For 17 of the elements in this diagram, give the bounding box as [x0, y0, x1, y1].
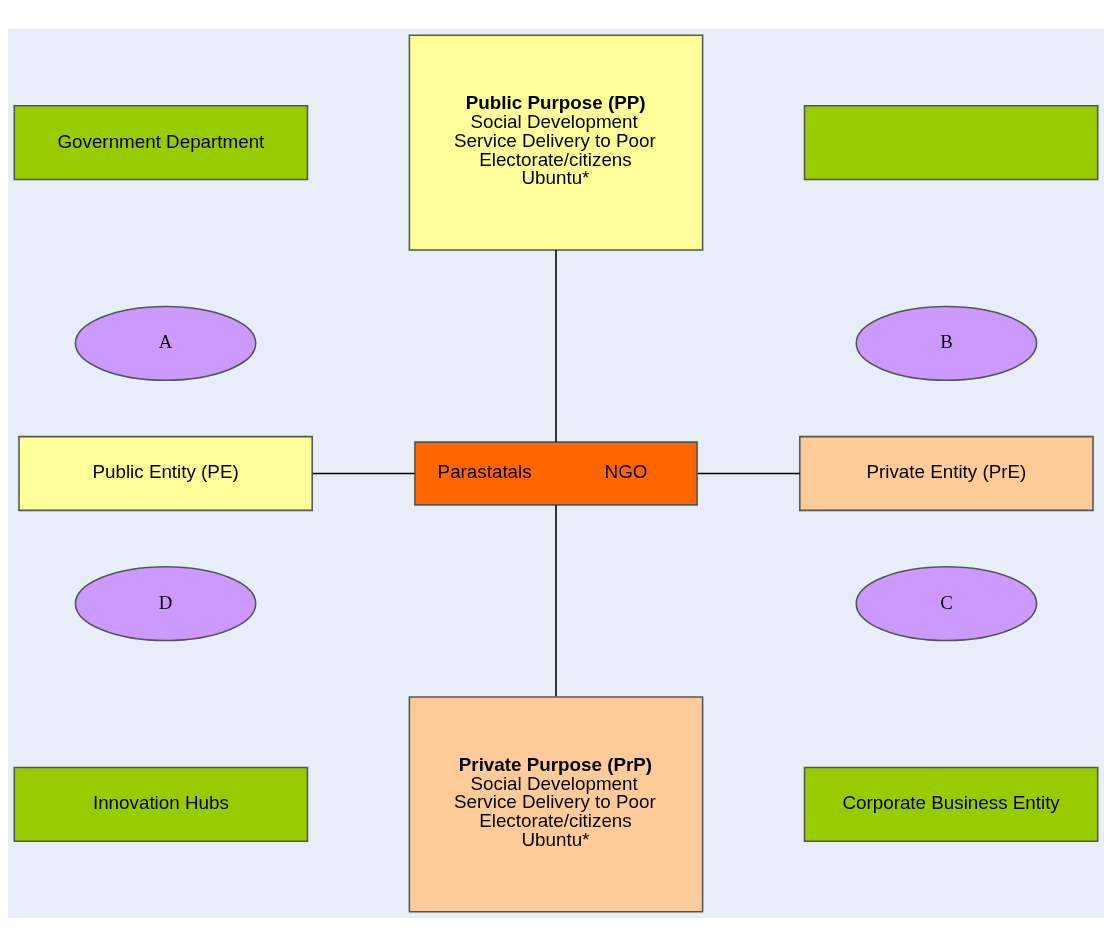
node-box: Private Entity (PrE) — [799, 435, 1094, 512]
connector — [697, 472, 801, 475]
node-box: Public Purpose (PP) Social Development Service Delivery to Poor Electorate/citizens Ubuntu* — [408, 34, 704, 251]
connector — [555, 249, 557, 443]
node-box: Parastatals NGO — [414, 441, 698, 506]
node-ellipse: B — [855, 305, 1038, 381]
connector — [555, 504, 557, 698]
node-ellipse: C — [855, 566, 1038, 642]
node-ellipse: D — [74, 566, 257, 642]
connector — [311, 472, 416, 475]
node-box — [803, 105, 1099, 181]
node-ellipse: A — [74, 305, 257, 381]
node-box: Government Department — [13, 105, 309, 181]
node-box: Public Entity (PE) — [18, 435, 313, 512]
node-box: Private Purpose (PrP) Social Development Service Delivery to Poor Electorate/citizens Ubuntu* — [408, 696, 704, 913]
node-box: Corporate Business Entity — [803, 766, 1099, 842]
node-box: Innovation Hubs — [13, 766, 309, 842]
